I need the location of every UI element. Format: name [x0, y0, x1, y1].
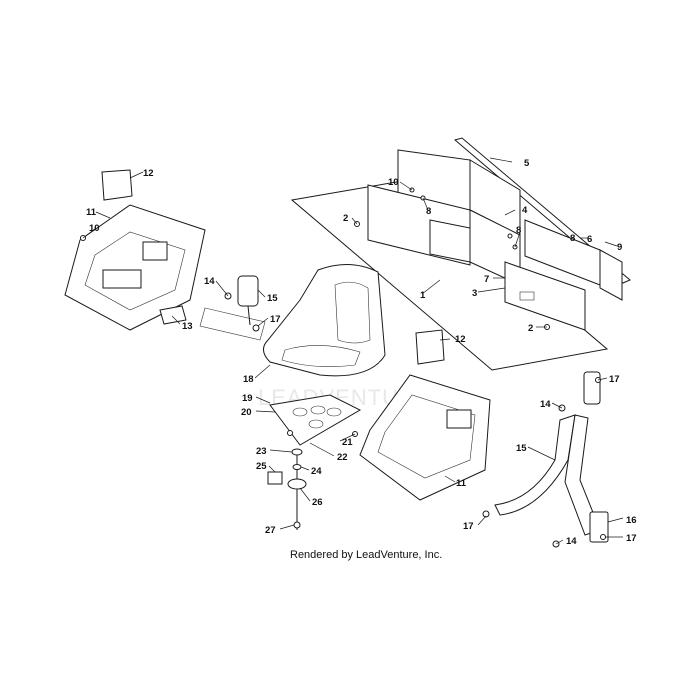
rear-panel-assembly	[290, 137, 631, 371]
callout-19: 19	[242, 393, 253, 404]
callout-16: 16	[626, 515, 637, 526]
callout-17a: 17	[270, 314, 281, 325]
buckle-strap	[247, 305, 251, 326]
callout-17c: 17	[463, 521, 474, 532]
nut-17c	[482, 510, 490, 518]
spacer-24	[292, 464, 302, 470]
callout-15a: 15	[267, 293, 278, 304]
callout-labels: 1 2 2 3 4 5 6 7 8 8 8 9 10 10 11 11 12 1…	[86, 158, 637, 547]
callout-9: 9	[617, 242, 622, 253]
callout-21: 21	[342, 437, 353, 448]
callout-7: 7	[484, 274, 489, 285]
callout-1: 1	[420, 290, 426, 301]
nut-17	[252, 324, 260, 332]
panel-recess	[429, 219, 471, 263]
callout-22: 22	[337, 452, 348, 463]
right-base-cutout	[446, 409, 472, 429]
right-seat-base	[359, 329, 491, 501]
base-tray	[102, 269, 142, 289]
seat-cushion	[263, 264, 386, 377]
callout-14b: 14	[540, 399, 551, 410]
callout-10b: 10	[89, 223, 100, 234]
clip-25	[267, 471, 283, 485]
right-base-inner	[377, 394, 476, 479]
plate-hole-c	[326, 407, 342, 417]
cover-12b	[415, 329, 445, 365]
callout-23: 23	[256, 446, 267, 457]
leader-lines	[82, 157, 624, 545]
right-bracket-end	[599, 249, 623, 301]
callout-6: 6	[587, 234, 592, 245]
seat-18	[263, 264, 386, 377]
seat-belt-buckle	[199, 275, 266, 341]
callout-17b: 17	[609, 374, 620, 385]
callout-13: 13	[182, 321, 193, 332]
callout-17d: 17	[626, 533, 637, 544]
bracket-13	[159, 305, 187, 325]
seat-back-insert	[334, 281, 371, 344]
washer-23	[291, 448, 303, 456]
panel-slot	[519, 291, 535, 301]
callout-2a: 2	[343, 213, 348, 224]
callout-20: 20	[241, 407, 252, 418]
plate-hole-a	[292, 407, 308, 417]
seat-bottom-insert	[281, 345, 361, 367]
callout-8b: 8	[516, 225, 521, 236]
seat-base-inner	[84, 231, 186, 311]
callout-24: 24	[311, 466, 322, 477]
base-cutout	[142, 241, 168, 261]
callout-14c: 14	[566, 536, 577, 547]
callout-8a: 8	[426, 206, 431, 217]
callout-25: 25	[256, 461, 267, 472]
lower-panel	[504, 261, 586, 331]
retractor-top	[583, 371, 601, 405]
render-credit-caption: Rendered by LeadVenture, Inc.	[290, 549, 442, 561]
belt-15	[494, 414, 576, 516]
bolt-22	[287, 430, 293, 436]
plate-hole-d	[308, 419, 324, 429]
callout-8c: 8	[570, 233, 575, 244]
nut-17d	[600, 534, 606, 540]
callout-12a: 12	[143, 168, 154, 179]
callout-2b: 2	[528, 323, 533, 334]
cover-12a	[101, 169, 133, 201]
buckle-15	[237, 275, 259, 307]
callout-11a: 11	[86, 207, 97, 218]
plate-hole-b	[310, 405, 326, 415]
callout-26: 26	[312, 497, 323, 508]
callout-5: 5	[524, 158, 530, 169]
nut-27	[293, 521, 301, 529]
buckle-mount-guide	[199, 307, 266, 341]
pivot-26	[287, 478, 307, 490]
screw-8b	[507, 233, 513, 239]
callout-15b: 15	[516, 443, 527, 454]
callout-4: 4	[522, 205, 528, 216]
callout-10a: 10	[388, 177, 399, 188]
seat-plate-assembly	[267, 394, 362, 530]
seat-belt-right	[482, 371, 609, 548]
callout-12b: 12	[455, 334, 466, 345]
callout-11b: 11	[456, 478, 467, 489]
callout-14a: 14	[204, 276, 215, 287]
callout-18: 18	[243, 374, 254, 385]
seat-base-11a	[64, 204, 206, 331]
left-seat-base	[64, 169, 206, 331]
callout-27: 27	[265, 525, 276, 536]
callout-3: 3	[472, 288, 477, 299]
seat-base-11b	[359, 374, 491, 501]
